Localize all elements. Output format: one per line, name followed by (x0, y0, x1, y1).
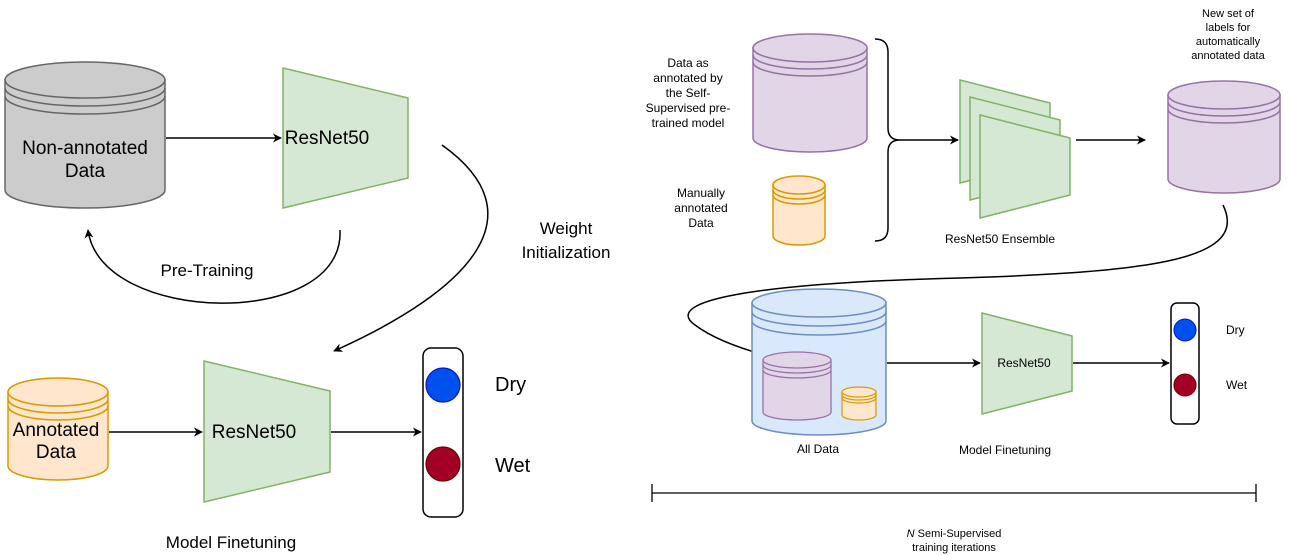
newset-label-line1: New set of (1202, 8, 1255, 20)
arrow-pretraining-loop (84, 229, 341, 304)
resnet50-ensemble-block (959, 79, 1071, 219)
resnet50-finetune-block: ResNet50 (203, 360, 331, 503)
wet-class-circle-right (1173, 373, 1197, 397)
all-data-cylinder (751, 288, 887, 436)
new-labels-cylinder (1167, 80, 1281, 194)
resnet50-semi-label: ResNet50 (997, 356, 1051, 370)
wet-label-right: Wet (1226, 378, 1248, 392)
iterations-label-line1: N Semi-Supervised (907, 528, 1002, 540)
data-merge-brace (874, 38, 901, 242)
wet-label-left: Wet (495, 455, 531, 477)
resnet50-finetune-label: ResNet50 (212, 422, 297, 443)
manual-label-line1: Manually (677, 186, 725, 200)
annotated-data-cylinder: Annotated Data (7, 377, 109, 481)
arrow-newset-to-alldata (687, 204, 1229, 360)
arrow-weight-initialization (333, 144, 489, 352)
dry-label-left: Dry (495, 374, 526, 396)
manual-data-cylinder (772, 175, 826, 246)
annotated-label-line2: Data (36, 442, 77, 463)
all-data-label: All Data (797, 442, 839, 456)
wet-class-circle (425, 446, 461, 482)
iterations-span (651, 484, 1257, 502)
weight-init-label-line1: Weight (540, 219, 593, 238)
output-classes-box (422, 347, 464, 518)
iterations-line1-rest: Semi-Supervised (915, 528, 1002, 540)
non-annotated-data-cylinder: Non-annotated Data (4, 61, 166, 209)
newset-label-line2: labels for (1206, 22, 1251, 34)
non-annotated-label-line2: Data (65, 161, 106, 182)
ssl-label-line1: Data as (667, 56, 708, 70)
resnet50-semi-finetune-block: ResNet50 (981, 312, 1073, 415)
resnet50-pretrain-block: ResNet50 (282, 67, 409, 209)
weight-init-label-line2: Initialization (522, 243, 611, 262)
iterations-label-line2: training iterations (912, 542, 996, 554)
newset-label-line3: automatically (1196, 36, 1261, 48)
ssl-label-line3: the Self- (666, 86, 711, 100)
finetuning-label-left: Model Finetuning (166, 533, 296, 552)
non-annotated-label-line1: Non-annotated (22, 138, 148, 159)
dry-label-right: Dry (1226, 323, 1245, 337)
newset-label-line4: annotated data (1191, 50, 1265, 62)
dry-class-circle-right (1173, 318, 1197, 342)
resnet50-pretrain-label: ResNet50 (285, 128, 370, 149)
pretraining-label: Pre-Training (161, 261, 254, 280)
iterations-n: N (907, 528, 915, 540)
manual-label-line3: Data (688, 216, 714, 230)
ssl-label-line2: annotated by (653, 71, 722, 85)
dry-class-circle (425, 367, 461, 403)
annotated-label-line1: Annotated (13, 420, 100, 441)
ensemble-label: ResNet50 Ensemble (945, 232, 1055, 246)
ssl-annotated-data-cylinder (752, 33, 868, 153)
finetuning-label-right: Model Finetuning (959, 443, 1051, 457)
output-classes-box-right (1170, 302, 1200, 425)
manual-label-line2: annotated (674, 201, 727, 215)
ssl-label-line4: Supervised pre- (646, 101, 731, 115)
ssl-label-line5: trained model (652, 116, 725, 130)
